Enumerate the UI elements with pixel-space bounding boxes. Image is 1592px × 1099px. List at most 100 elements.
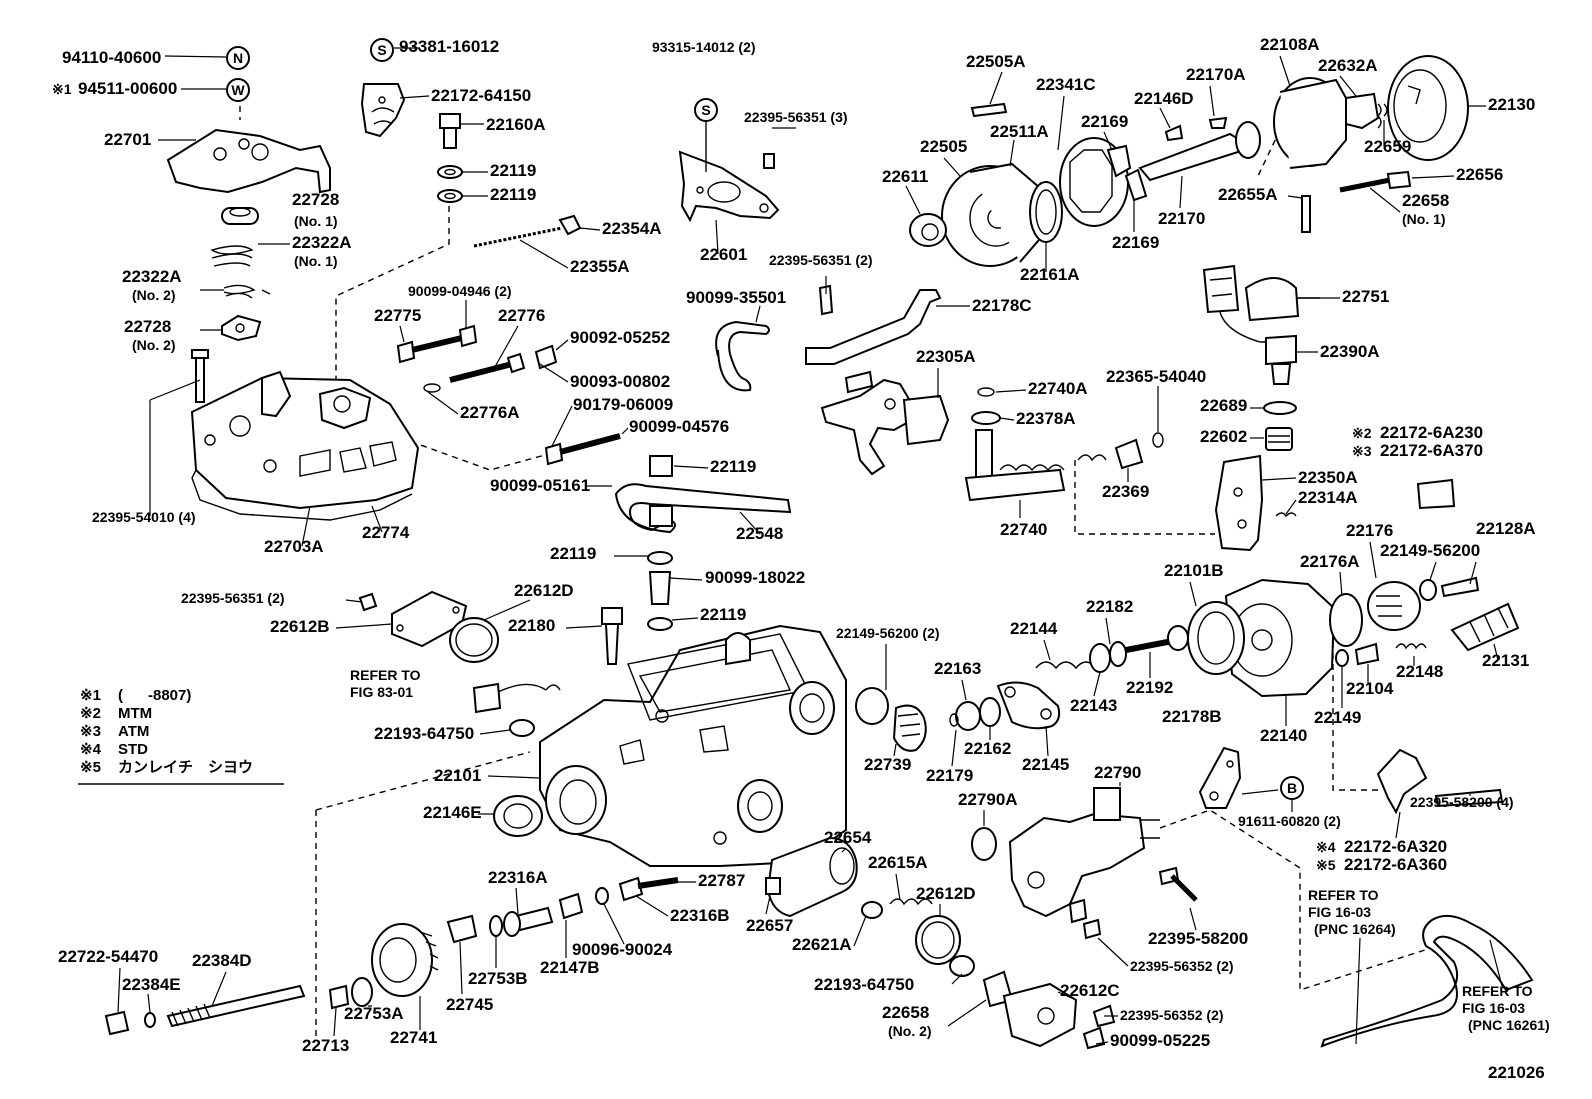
part-label: FIG 16-03 xyxy=(1308,904,1371,920)
part-label: 22193-64750 xyxy=(374,724,474,743)
part-label: 22741 xyxy=(390,1028,437,1047)
circled-marker: W xyxy=(226,78,250,102)
note-markers: ※1※2※3※4※5 xyxy=(52,81,1372,873)
link-22178B xyxy=(1198,746,1242,809)
solenoid-22740 xyxy=(964,387,1164,502)
part-label: REFER TO xyxy=(1308,887,1379,903)
circled-marker: B xyxy=(1280,776,1304,800)
governor-cover-22703A xyxy=(190,349,420,521)
part-label: 22703A xyxy=(264,537,324,556)
part-label: 22119 xyxy=(550,544,596,563)
part-label: 22753A xyxy=(344,1004,404,1023)
part-label: 22548 xyxy=(736,524,783,543)
part-label: 90179-06009 xyxy=(573,395,673,414)
part-label: 22172-64150 xyxy=(431,86,531,105)
part-label: 22169 xyxy=(1112,233,1159,252)
marker-group: NW S S B xyxy=(226,38,1304,800)
part-label: 22728 xyxy=(292,190,339,209)
part-label: 22658 xyxy=(882,1003,929,1022)
part-label: FIG 16-03 xyxy=(1462,1000,1525,1016)
part-label: 91611-60820 (2) xyxy=(1238,813,1341,829)
legend-value: STD xyxy=(118,741,148,758)
figure-number: 221026 xyxy=(1488,1063,1545,1082)
part-label: 22745 xyxy=(446,995,493,1014)
screw-22775 xyxy=(396,324,478,364)
fitting-22131 xyxy=(1450,602,1520,652)
circled-marker: N xyxy=(226,46,250,70)
part-label: 22658 xyxy=(1402,191,1449,210)
part-label: 22790 xyxy=(1094,763,1141,782)
part-label: 22354A xyxy=(602,219,662,238)
legend-key: ※3 xyxy=(80,723,101,740)
plunger-group xyxy=(949,625,1189,731)
part-label: 22179 xyxy=(926,766,973,785)
part-label: 90093-00802 xyxy=(570,372,670,391)
part-label: 22108A xyxy=(1260,35,1320,54)
part-label: 22145 xyxy=(1022,755,1069,774)
part-label: 22163 xyxy=(934,659,981,678)
part-label: 22176 xyxy=(1346,521,1393,540)
part-label: 22656 xyxy=(1456,165,1503,184)
part-label: 22314A xyxy=(1298,488,1358,507)
screw-90099-04576 xyxy=(544,433,621,466)
marker-circle xyxy=(370,38,394,62)
legend-key: ※4 xyxy=(80,741,102,758)
note-marker: ※2 xyxy=(1352,425,1372,441)
valve-22180 xyxy=(601,551,673,665)
part-label: 90096-90024 xyxy=(572,940,673,959)
part-label: 22655A xyxy=(1218,185,1278,204)
part-label: 22615A xyxy=(868,853,928,872)
part-label: 22654 xyxy=(824,828,872,847)
part-label: 22162 xyxy=(964,739,1011,758)
part-label: 22740A xyxy=(1028,379,1088,398)
bracket-22172-64150 xyxy=(360,83,406,138)
pin-22656 xyxy=(1301,170,1412,233)
part-label: 22395-58200 (4) xyxy=(1410,794,1514,810)
legend-value: カンレイチ シヨウ xyxy=(118,759,253,776)
part-label: 22612B xyxy=(270,617,330,636)
part-label: 22176A xyxy=(1300,552,1360,571)
part-label: 22172-6A320 xyxy=(1344,837,1447,856)
part-label: 22776A xyxy=(460,403,520,422)
part-label: 22701 xyxy=(104,130,151,149)
marker-circle xyxy=(1280,776,1304,800)
part-label: 22728 xyxy=(124,317,171,336)
part-label: 90092-05252 xyxy=(570,328,670,347)
part-label: 22180 xyxy=(508,616,555,635)
valve-22176 xyxy=(1329,576,1480,647)
part-label: 22612D xyxy=(514,581,574,600)
part-label: 22149 xyxy=(1314,708,1361,727)
part-label: 22128A xyxy=(1476,519,1536,538)
marker-circle xyxy=(226,46,250,70)
legend-key: ※2 xyxy=(80,705,101,722)
part-label: 22739 xyxy=(864,755,911,774)
part-label: 22341C xyxy=(1036,75,1096,94)
shaft-22384D xyxy=(104,984,306,1036)
marker-letter: S xyxy=(377,42,386,58)
part-label: 22144 xyxy=(1010,619,1058,638)
sensor-wire-22193 xyxy=(472,682,561,737)
part-label: 94110-40600 xyxy=(62,48,161,67)
part-label: 22131 xyxy=(1482,651,1529,670)
clip-22172-6A230 xyxy=(1416,478,1456,510)
part-label: 22182 xyxy=(1086,597,1133,616)
legend-key: ※5 xyxy=(80,759,101,776)
adjusting-screw-22776 xyxy=(423,344,558,393)
part-label: 22192 xyxy=(1126,678,1173,697)
part-label: 22160A xyxy=(486,115,546,134)
assembly-dashed-lines xyxy=(239,106,1426,1040)
part-label: (No. 2) xyxy=(132,337,176,353)
part-label: 90099-18022 xyxy=(705,568,805,587)
circled-marker: S xyxy=(694,98,718,122)
cam-parts-22745 xyxy=(446,876,679,944)
part-label: (No. 1) xyxy=(1402,211,1446,227)
part-label: 22193-64750 xyxy=(814,975,914,994)
part-label: 22740 xyxy=(1000,520,1047,539)
part-label: 22169 xyxy=(1081,112,1128,131)
governor-lever-group xyxy=(166,128,331,342)
part-label: 22130 xyxy=(1488,95,1535,114)
part-label: 22143 xyxy=(1070,696,1117,715)
part-label: 22384D xyxy=(192,951,252,970)
part-label: 22601 xyxy=(700,245,747,264)
lever-22305A xyxy=(820,370,950,476)
